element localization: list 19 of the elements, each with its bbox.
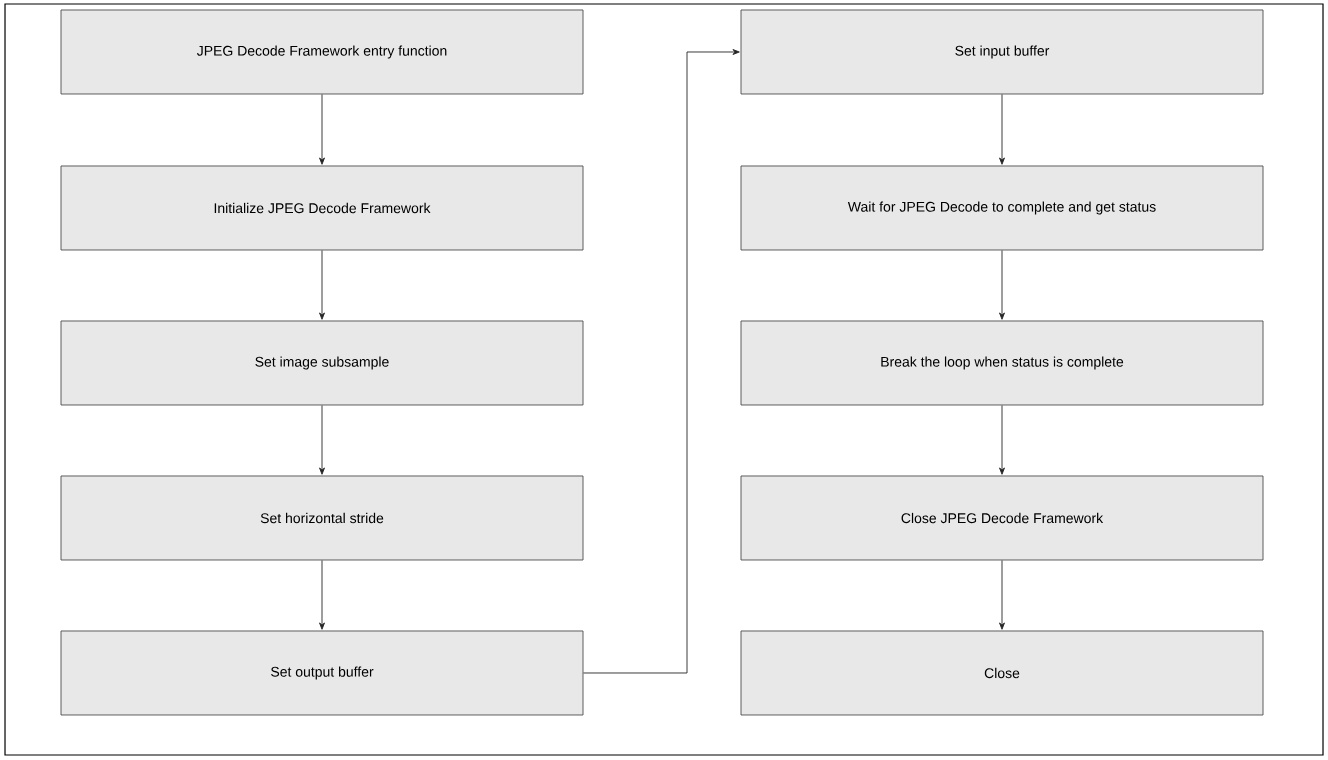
process-box: Set output buffer — [60, 630, 584, 716]
process-box: Set horizontal stride — [60, 475, 584, 561]
arrow — [319, 405, 325, 475]
arrow — [319, 94, 325, 165]
process-box: Wait for JPEG Decode to complete and get status — [740, 165, 1264, 251]
process-box: Close JPEG Decode Framework — [740, 475, 1264, 561]
process-box: Set image subsample — [60, 320, 584, 406]
arrow — [319, 250, 325, 320]
arrow — [999, 560, 1005, 630]
process-box: Break the loop when status is complete — [740, 320, 1264, 406]
arrow — [999, 94, 1005, 165]
arrow — [999, 250, 1005, 320]
arrow — [583, 49, 740, 674]
process-box: Set input buffer — [740, 9, 1264, 95]
arrow — [319, 560, 325, 630]
process-box: Initialize JPEG Decode Framework — [60, 165, 584, 251]
arrow — [999, 405, 1005, 475]
process-box: Close — [740, 630, 1264, 716]
process-box: JPEG Decode Framework entry function — [60, 9, 584, 95]
